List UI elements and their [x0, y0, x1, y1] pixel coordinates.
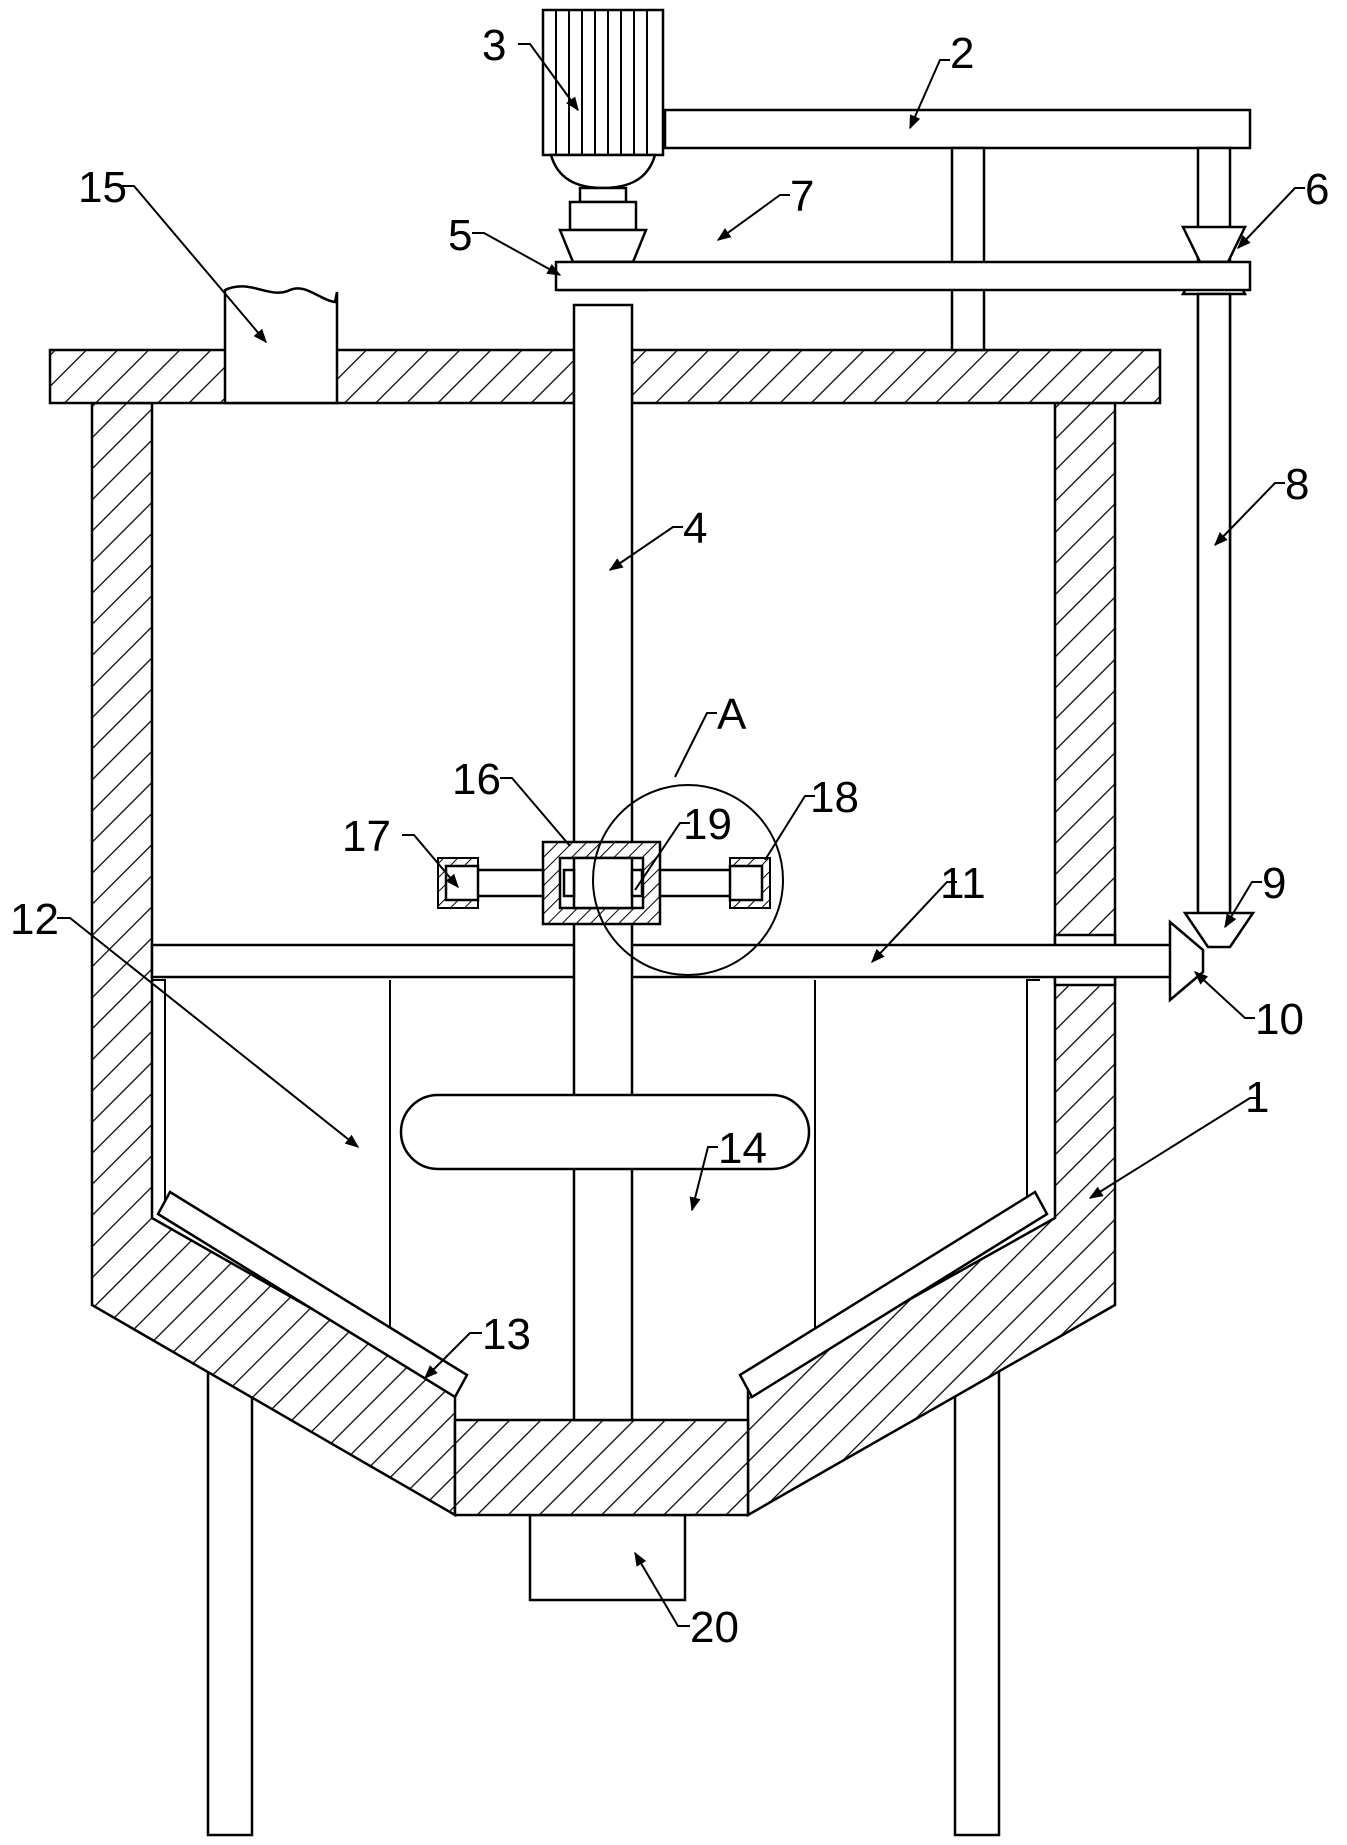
label-16: 16: [452, 755, 501, 804]
support-rack: [665, 110, 1250, 908]
label-18: 18: [810, 773, 859, 822]
feed-pipe: [225, 286, 337, 403]
label-8: 8: [1285, 460, 1309, 509]
label-17: 17: [342, 812, 391, 861]
label-4: 4: [683, 504, 707, 553]
transmission-belt: [556, 262, 1250, 290]
label-5: 5: [448, 211, 472, 260]
discharge-outlet: [530, 1515, 685, 1600]
label-12: 12: [10, 895, 59, 944]
label-9: 9: [1262, 859, 1286, 908]
label-11: 11: [940, 859, 986, 908]
label-10: 10: [1255, 995, 1304, 1044]
arm-weight-left: [438, 858, 478, 908]
label-19: 19: [683, 800, 732, 849]
label-3: 3: [482, 21, 506, 70]
side-shaft: [1198, 294, 1230, 914]
agitator-hub: [543, 842, 660, 924]
motor: [543, 10, 663, 230]
label-6: 6: [1305, 165, 1329, 214]
label-2: 2: [950, 29, 974, 78]
arm-weight-right: [730, 858, 770, 908]
label-15: 15: [78, 163, 127, 212]
label-7: 7: [790, 172, 814, 221]
label-20: 20: [690, 1603, 739, 1652]
label-13: 13: [482, 1310, 531, 1359]
label-A: A: [717, 690, 747, 739]
label-1: 1: [1245, 1073, 1269, 1122]
label-14: 14: [718, 1124, 767, 1173]
